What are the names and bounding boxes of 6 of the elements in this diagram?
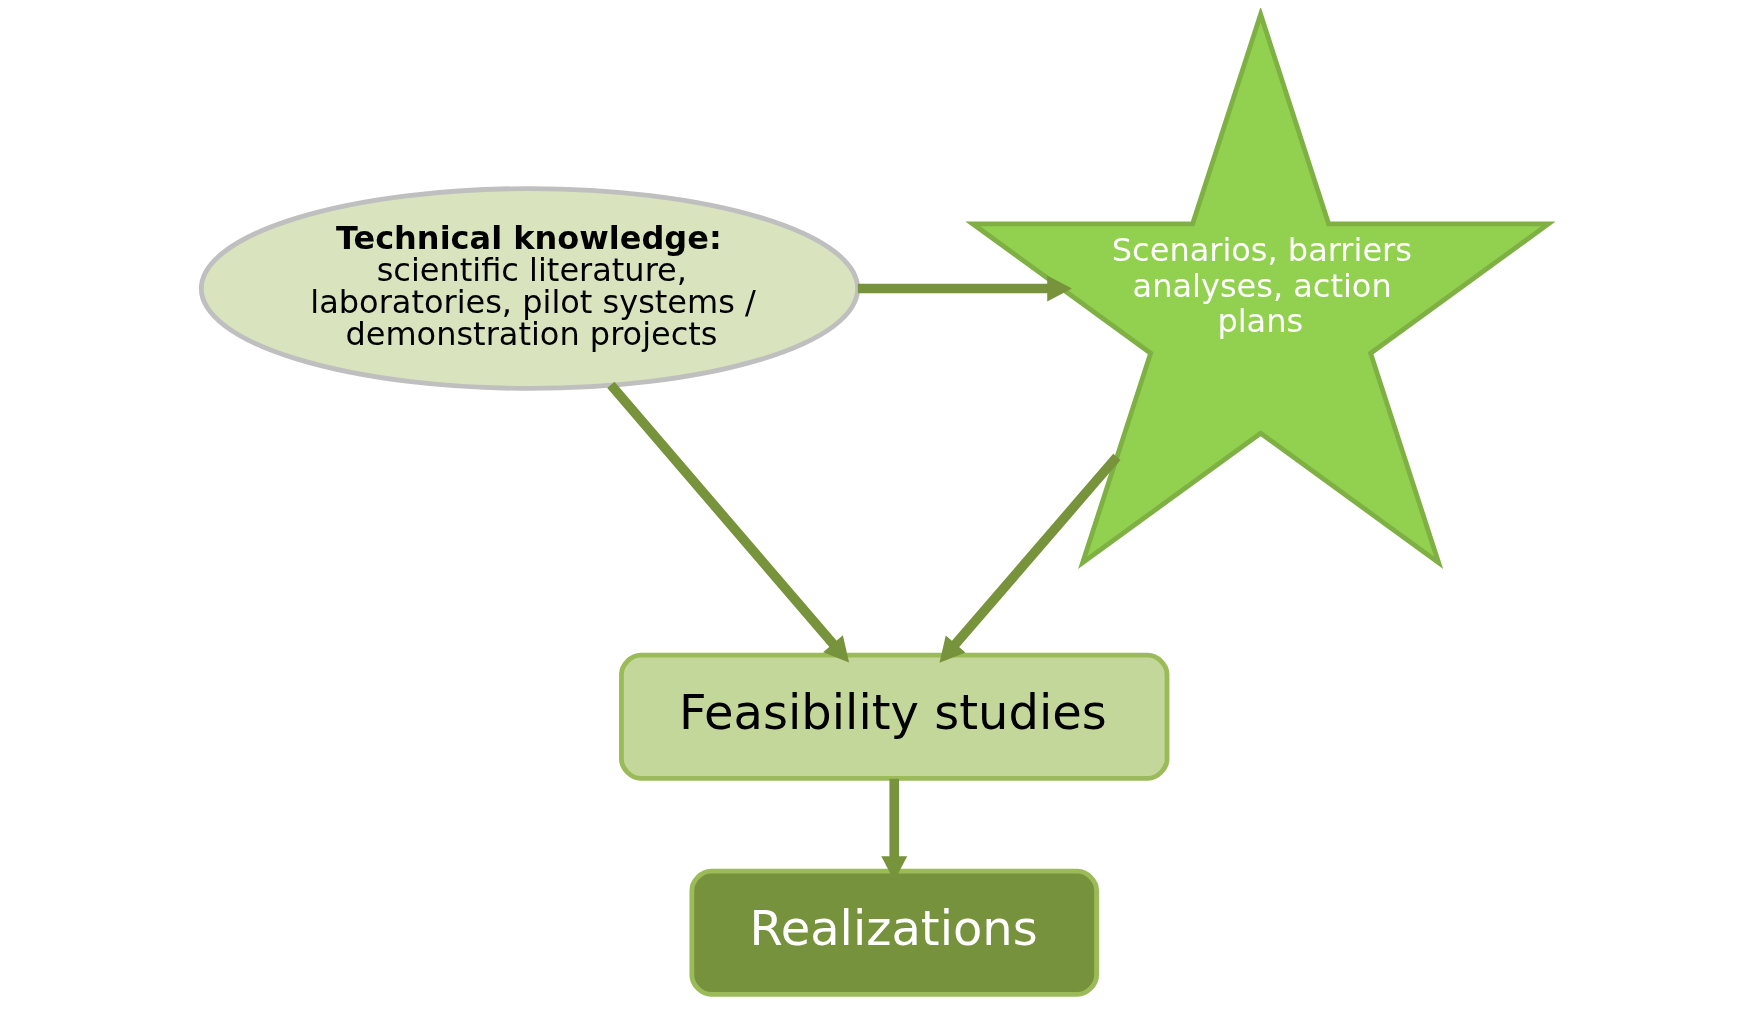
- node-box: Feasibility studies: [618, 652, 1169, 781]
- node-ellipse: Technical knowledge: scientific literature, laboratories, pilot systems / demonstration projects: [198, 186, 860, 391]
- node-box: Realizations: [688, 868, 1099, 997]
- arrow: [606, 381, 849, 663]
- arrow: [857, 275, 1072, 302]
- arrow: [938, 453, 1120, 663]
